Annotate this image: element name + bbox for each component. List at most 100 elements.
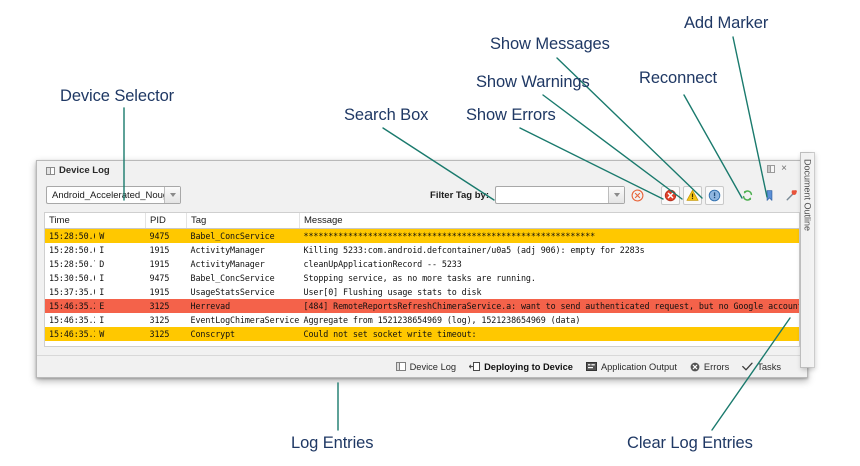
cell-pid: 1915 bbox=[149, 287, 170, 297]
table-row[interactable]: 15:46:35.259I3125EventLogChimeraServiceA… bbox=[45, 313, 799, 327]
cell-message: Stopping service, as no more tasks are r… bbox=[303, 273, 536, 283]
status-bar-item-label: Application Output bbox=[600, 361, 677, 372]
cell-tag: UsageStatsService bbox=[190, 287, 275, 297]
device-log-panel: Device Log × Android_Accelerated_Nougat … bbox=[36, 160, 808, 378]
annotation-log-entries: Log Entries bbox=[291, 434, 374, 452]
annotation-show-errors: Show Errors bbox=[466, 106, 556, 124]
terminal-icon bbox=[585, 362, 597, 371]
check-icon bbox=[742, 362, 753, 371]
log-entries-table[interactable]: Time PID Tag Message 15:28:50.643W9475Ba… bbox=[44, 212, 800, 347]
cell-time: 15:37:35.029 bbox=[49, 287, 95, 297]
cell-tag: Herrevad bbox=[190, 301, 231, 311]
column-header-tag[interactable]: Tag bbox=[186, 213, 300, 229]
search-box[interactable] bbox=[495, 186, 625, 204]
document-outline-label: Document Outline bbox=[802, 159, 813, 232]
show-warnings-button[interactable] bbox=[683, 185, 702, 205]
status-bar: Device Log Deploying to Device Application… bbox=[37, 355, 807, 377]
search-input[interactable] bbox=[496, 186, 608, 204]
filter-tag-label: Filter Tag by: bbox=[430, 189, 489, 201]
cell-time: 15:28:50.644 bbox=[49, 245, 95, 255]
cell-level: I bbox=[99, 315, 105, 325]
panel-toolbar: Android_Accelerated_Nougat Filter Tag by… bbox=[37, 180, 807, 210]
right-edge-fade bbox=[808, 150, 860, 382]
cell-time: 15:28:50.767 bbox=[49, 259, 95, 269]
cell-level: I bbox=[99, 287, 105, 297]
cell-pid: 9475 bbox=[149, 273, 170, 283]
status-bar-item-device-log[interactable]: Device Log bbox=[395, 361, 457, 372]
table-row[interactable]: 15:28:50.644I1915ActivityManagerKilling … bbox=[45, 243, 799, 257]
search-chevron-down-icon[interactable] bbox=[608, 187, 624, 203]
cell-tag: ActivityManager bbox=[190, 245, 265, 255]
cell-message: Killing 5233:com.android.defcontainer/u0… bbox=[303, 245, 645, 255]
cell-level: I bbox=[99, 273, 105, 283]
document-outline-dock[interactable]: Document Outline bbox=[800, 152, 815, 368]
minimize-icon[interactable] bbox=[767, 165, 776, 173]
cell-time: 15:30:50.681 bbox=[49, 273, 95, 283]
status-bar-item-deploying[interactable]: Deploying to Device bbox=[469, 362, 573, 372]
panel-tab-device-log[interactable]: Device Log bbox=[46, 165, 110, 176]
close-icon[interactable]: × bbox=[781, 163, 787, 174]
cell-message: Aggregate from 1521238654969 (log), 1521… bbox=[303, 315, 581, 325]
annotation-show-warnings: Show Warnings bbox=[476, 73, 590, 91]
column-header-time[interactable]: Time bbox=[45, 213, 146, 229]
status-bar-item-label: Errors bbox=[703, 361, 730, 372]
clear-filter-icon[interactable] bbox=[628, 186, 647, 205]
table-row[interactable]: 15:46:35.247E3125Herrevad[484] RemoteRep… bbox=[45, 299, 799, 313]
cell-time: 15:46:35.259 bbox=[49, 315, 95, 325]
cell-message: User[0] Flushing usage stats to disk bbox=[303, 287, 482, 297]
cell-time: 15:46:35.3 bbox=[49, 329, 96, 339]
window-icon bbox=[395, 362, 406, 371]
status-bar-item-errors[interactable]: Errors bbox=[690, 362, 729, 372]
status-bar-item-label: Device Log bbox=[409, 361, 457, 372]
table-row[interactable]: 15:28:50.767D1915ActivityManagercleanUpA… bbox=[45, 257, 799, 271]
table-row[interactable]: 15:37:35.029 I 1915 UsageStatsService User[0… bbox=[45, 285, 799, 299]
annotation-clear-log-entries: Clear Log Entries bbox=[627, 434, 753, 452]
column-header-pid[interactable]: PID bbox=[145, 213, 187, 229]
cell-level: W bbox=[99, 231, 105, 241]
cell-tag: ActivityManager bbox=[190, 259, 265, 269]
table-row[interactable]: 15:30:50.681 I 9475 Babel_ConcService Stoppi… bbox=[45, 271, 799, 285]
clear-log-entries-button[interactable] bbox=[782, 186, 801, 205]
cell-pid: 9475 bbox=[149, 231, 170, 241]
status-bar-item-label: Tasks bbox=[757, 361, 781, 372]
annotation-reconnect: Reconnect bbox=[639, 69, 717, 87]
device-selector[interactable]: Android_Accelerated_Nougat bbox=[46, 186, 181, 204]
show-errors-button[interactable] bbox=[661, 185, 680, 205]
cell-level: I bbox=[99, 245, 105, 255]
status-bar-item-label: Deploying to Device bbox=[484, 361, 573, 372]
cell-tag: Babel_ConcService bbox=[190, 231, 275, 241]
device-selector-value: Android_Accelerated_Nougat bbox=[52, 189, 164, 201]
cell-message: ****************************************… bbox=[303, 231, 596, 241]
window-icon bbox=[46, 166, 55, 175]
cell-level: W bbox=[99, 329, 105, 339]
cell-message: Could not set socket write timeout: bbox=[303, 329, 477, 339]
annotation-add-marker: Add Marker bbox=[684, 14, 769, 32]
cell-time: 15:46:35.247 bbox=[49, 301, 95, 311]
annotation-search-box: Search Box bbox=[344, 106, 429, 124]
cell-pid: 3125 bbox=[149, 329, 170, 339]
cell-tag: Conscrypt bbox=[190, 329, 236, 339]
cell-pid: 3125 bbox=[149, 301, 170, 311]
reconnect-button[interactable] bbox=[738, 186, 757, 205]
status-bar-item-tasks[interactable]: Tasks bbox=[742, 362, 781, 372]
table-row[interactable]: 15:28:50.643 W 9475 Babel_ConcService ******… bbox=[45, 228, 799, 243]
table-header-row: Time PID Tag Message bbox=[45, 213, 799, 229]
cell-tag: Babel_ConcService bbox=[190, 273, 275, 283]
cell-pid: 3125 bbox=[149, 315, 170, 325]
add-marker-button[interactable] bbox=[760, 186, 779, 205]
cell-message: cleanUpApplicationRecord -- 5233 bbox=[303, 259, 462, 269]
deploy-icon bbox=[469, 362, 481, 371]
titlebar-buttons: × bbox=[767, 163, 787, 174]
status-bar-item-application-output[interactable]: Application Output bbox=[585, 361, 677, 372]
panel-titlebar: Device Log × bbox=[37, 161, 807, 180]
chevron-down-icon[interactable] bbox=[164, 187, 180, 203]
panel-tab-label: Device Log bbox=[59, 165, 110, 176]
column-header-message[interactable]: Message bbox=[299, 213, 799, 229]
annotation-show-messages: Show Messages bbox=[490, 35, 610, 53]
show-messages-button[interactable] bbox=[705, 185, 724, 205]
cell-time: 15:28:50.643 bbox=[49, 231, 95, 241]
cell-level: D bbox=[99, 259, 105, 269]
annotation-device-selector: Device Selector bbox=[60, 87, 175, 105]
